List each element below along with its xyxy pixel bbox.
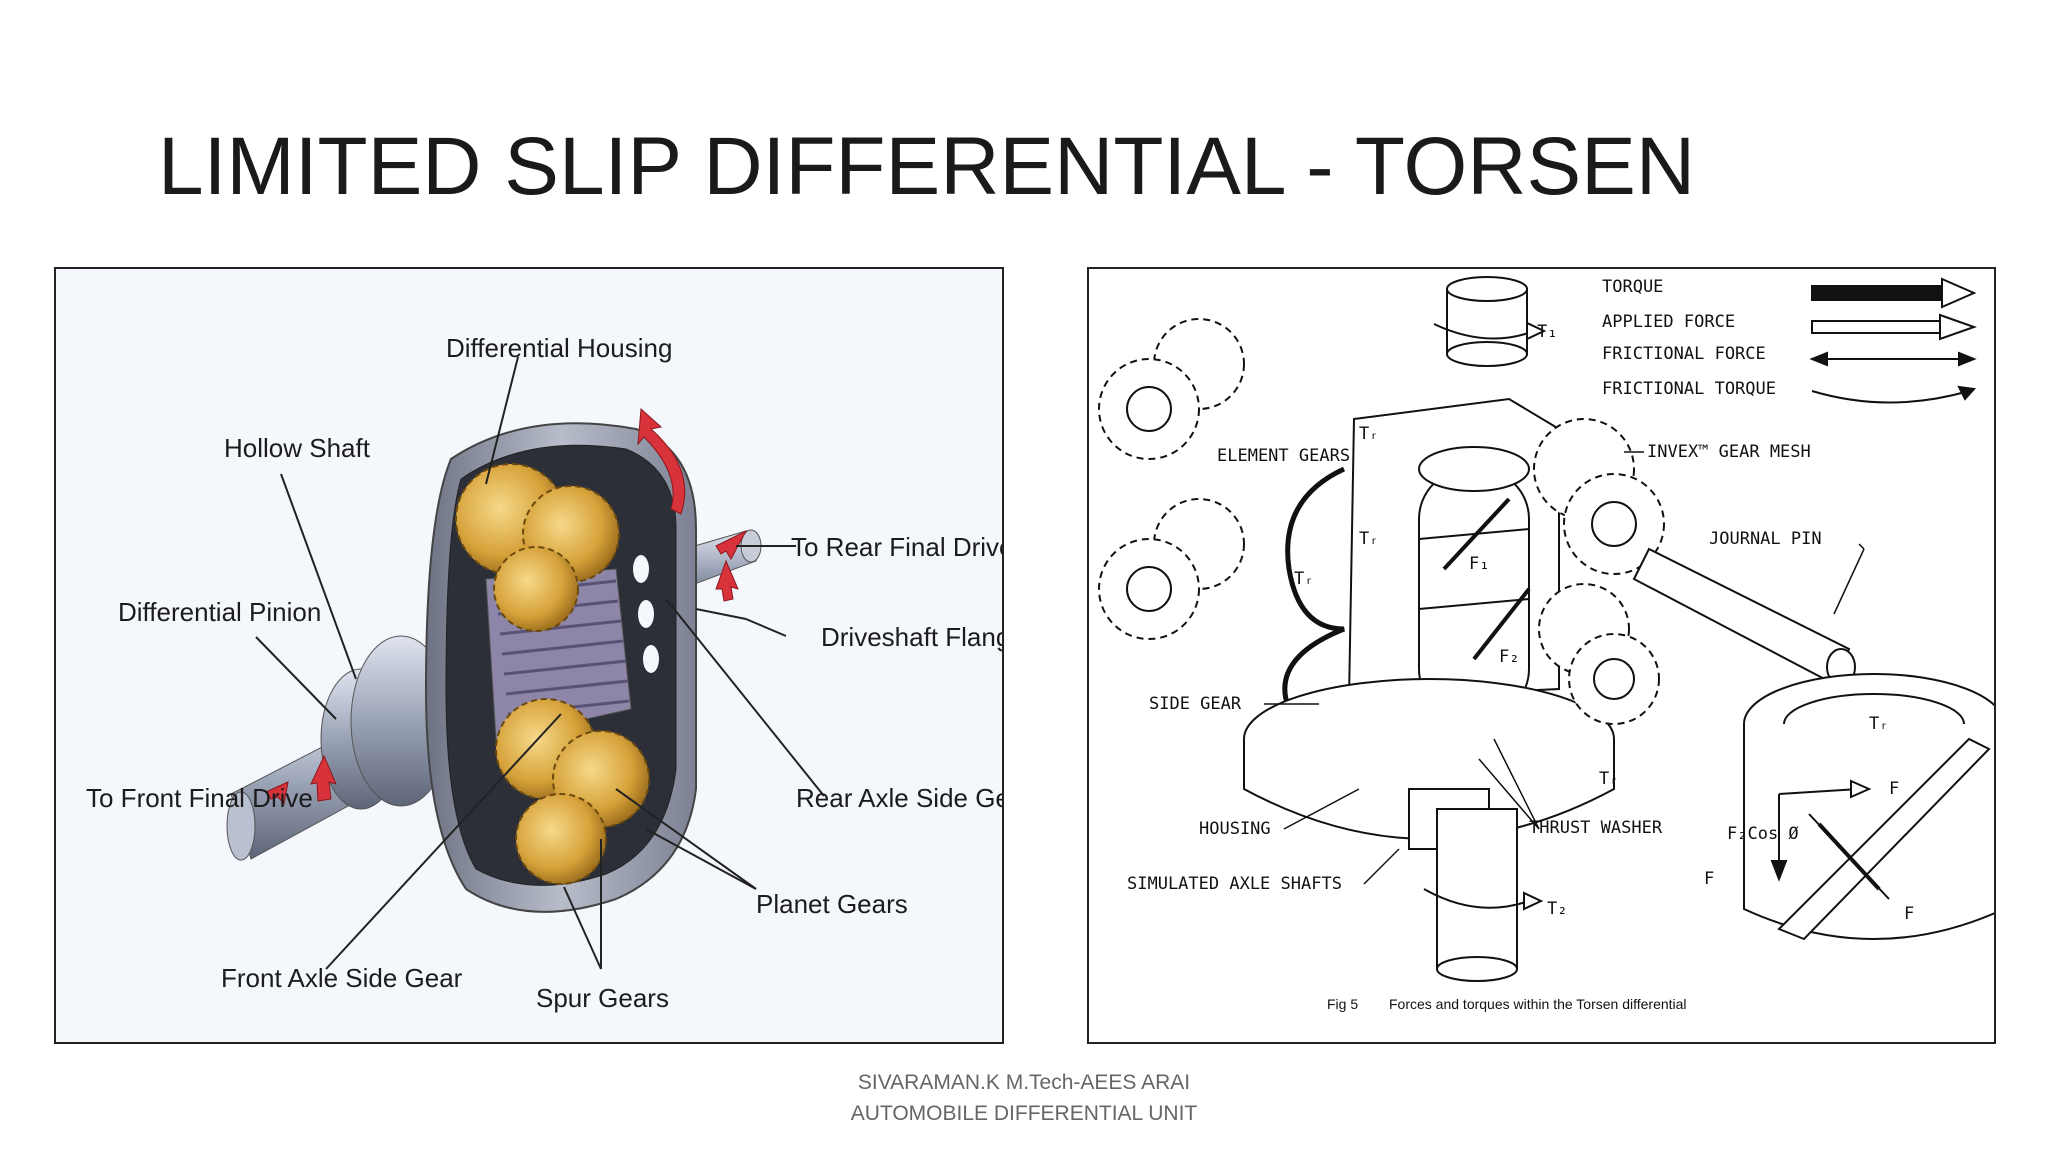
label-driveshaft-flange: Driveshaft Flange <box>821 622 1002 652</box>
label-rear-axle-side-gear: Rear Axle Side Gear <box>796 783 1002 813</box>
input-shaft-cylinder <box>1433 276 1547 367</box>
svg-text:Tᵣ: Tᵣ <box>1294 569 1314 589</box>
label-spur-gears: Spur Gears <box>536 983 669 1013</box>
legend-torque-label: TORQUE <box>1602 277 1663 297</box>
force-drawing: T₁ T₂ Tᵣ Tᵣ Tᵣ F₂ F₁ Tᵣ Tᵣ F F F TORQUE … <box>1098 276 1994 1012</box>
planet-gears-lower <box>495 698 650 885</box>
svg-text:F₂: F₂ <box>1499 647 1519 667</box>
label-invex-gear-mesh: INVEX™ GEAR MESH <box>1647 442 1811 462</box>
svg-text:F: F <box>1904 904 1914 924</box>
cutaway-drawing: Differential Housing Hollow Shaft To Rea… <box>86 333 1002 1013</box>
label-side-gear: SIDE GEAR <box>1149 694 1242 714</box>
legend-frictional-force-arrow <box>1809 351 1977 367</box>
label-housing: HOUSING <box>1199 819 1271 839</box>
front-shaft <box>226 635 452 861</box>
svg-text:Tᵣ: Tᵣ <box>1599 769 1619 789</box>
planet-gears-upper <box>455 463 620 632</box>
legend-frictional-torque-arrow <box>1811 385 1977 404</box>
side-gear-disk <box>1243 678 1615 850</box>
legend-torque-arrow <box>1811 277 1977 309</box>
label-front-axle-side-gear: Front Axle Side Gear <box>221 963 463 993</box>
invex-gears-right <box>1533 418 1665 725</box>
label-journal-pin: JOURNAL PIN <box>1709 529 1822 549</box>
svg-text:Tᵣ: Tᵣ <box>1869 714 1889 734</box>
leader-lines-right <box>1264 451 1865 885</box>
legend-applied-force-label: APPLIED FORCE <box>1602 312 1735 332</box>
leader-lines <box>255 356 825 970</box>
legend-frictional-torque-label: FRICTIONAL TORQUE <box>1602 379 1776 399</box>
label-element-gears: ELEMENT GEARS <box>1217 446 1350 466</box>
svg-text:Tᵣ: Tᵣ <box>1359 424 1379 444</box>
svg-text:F: F <box>1704 869 1714 889</box>
simulated-axle-shaft <box>1423 808 1544 982</box>
force-detail-cylinder <box>1743 673 1994 941</box>
journal-pin <box>1632 547 1856 686</box>
svg-text:T₁: T₁ <box>1537 322 1557 342</box>
label-differential-housing: Differential Housing <box>446 333 672 363</box>
torsen-force-diagram: T₁ T₂ Tᵣ Tᵣ Tᵣ F₂ F₁ Tᵣ Tᵣ F F F TORQUE … <box>1087 267 1996 1044</box>
label-differential-pinion: Differential Pinion <box>118 597 321 627</box>
label-planet-gears: Planet Gears <box>756 889 908 919</box>
label-to-front-final-drive: To Front Final Drive <box>86 783 313 813</box>
svg-text:F: F <box>1889 779 1899 799</box>
slide-title: LIMITED SLIP DIFFERENTIAL - TORSEN <box>158 121 1696 212</box>
label-f2cos: F₂Cos Ø <box>1727 824 1799 844</box>
central-housing <box>1347 397 1560 720</box>
footer-subject: AUTOMOBILE DIFFERENTIAL UNIT <box>850 1102 1198 1125</box>
svg-text:T₂: T₂ <box>1547 899 1567 919</box>
footer-author: SIVARAMAN.K M.Tech-AEES ARAI <box>857 1071 1191 1094</box>
label-simulated-axle-shafts: SIMULATED AXLE SHAFTS <box>1127 874 1342 894</box>
legend-applied-force-arrow <box>1811 313 1978 341</box>
torsen-cutaway-illustration: Differential Housing Hollow Shaft To Rea… <box>54 267 1004 1044</box>
label-thrust-washer: THRUST WASHER <box>1529 818 1663 838</box>
element-gears-left <box>1098 318 1245 640</box>
legend-frictional-force-label: FRICTIONAL FORCE <box>1602 344 1766 364</box>
label-to-rear-final-drive: To Rear Final Drive <box>791 532 1002 562</box>
svg-text:F₁: F₁ <box>1469 554 1489 574</box>
rotation-arrows <box>265 407 748 806</box>
figure-caption: Forces and torques within the Torsen dif… <box>1389 996 1687 1012</box>
torque-symbols: T₁ T₂ Tᵣ Tᵣ Tᵣ F₂ F₁ Tᵣ Tᵣ F F F <box>1294 322 1914 924</box>
label-hollow-shaft: Hollow Shaft <box>224 433 371 463</box>
svg-text:Tᵣ: Tᵣ <box>1359 529 1379 549</box>
figure-number: Fig 5 <box>1327 996 1358 1012</box>
